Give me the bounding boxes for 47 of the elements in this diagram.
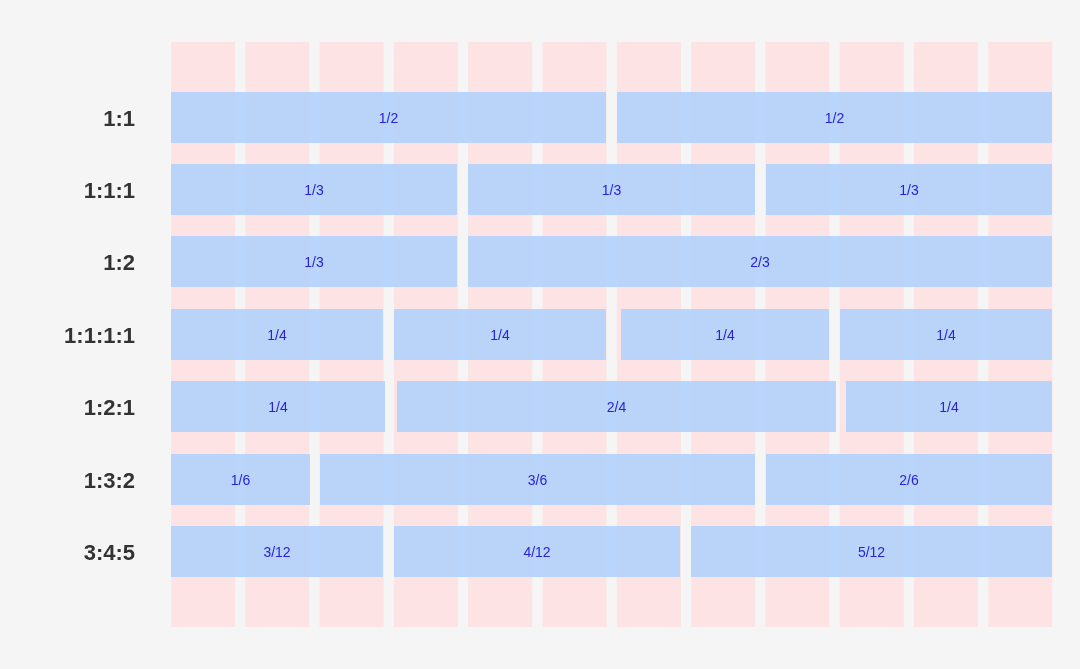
span-bar <box>397 381 836 432</box>
fraction-text: 1/4 <box>267 326 287 343</box>
span-bar <box>171 164 457 215</box>
fraction-text: 1/2 <box>824 109 845 126</box>
span-bar <box>621 309 829 360</box>
ratio-label: 1:3:2 <box>83 466 135 495</box>
span-bar <box>468 236 1052 287</box>
span-bar <box>766 164 1052 215</box>
ratio-label: 1:2 <box>103 248 135 277</box>
span-bar <box>394 309 606 360</box>
fraction-text: 2/4 <box>606 398 627 415</box>
span-bar <box>840 309 1052 360</box>
span-bar <box>171 454 310 505</box>
fraction-text: 1/3 <box>899 181 919 198</box>
fraction-text: 1/4 <box>936 326 956 343</box>
fraction-text: 2/3 <box>750 253 770 270</box>
fraction-text: 1/6 <box>230 471 251 488</box>
fraction-text: 3/6 <box>527 471 548 488</box>
ratio-label: 1:1:1 <box>83 176 135 205</box>
fraction-text: 1/4 <box>490 326 510 343</box>
span-bar <box>171 381 385 432</box>
span-bar <box>617 92 1052 143</box>
ratio-label: 1:1:1:1 <box>64 321 135 350</box>
fraction-text: 1/4 <box>715 326 735 343</box>
fraction-text: 1/3 <box>304 253 324 270</box>
span-bar <box>320 454 755 505</box>
ratio-label: 1:2:1 <box>83 393 135 422</box>
span-bar <box>171 92 606 143</box>
fraction-text: 2/6 <box>899 471 919 488</box>
ratio-label: 3:4:5 <box>83 538 135 567</box>
ratio-label: 1:1 <box>103 104 135 133</box>
fraction-text: 1/4 <box>939 398 959 415</box>
span-bar <box>766 454 1052 505</box>
fraction-text: 3/12 <box>263 543 291 560</box>
span-bar <box>468 164 755 215</box>
fraction-text: 5/12 <box>857 543 886 560</box>
fraction-text: 1/3 <box>304 181 324 198</box>
span-bar <box>846 381 1052 432</box>
fraction-text: 1/3 <box>601 181 622 198</box>
span-bar <box>171 309 383 360</box>
span-bar <box>171 526 383 577</box>
span-bar <box>691 526 1052 577</box>
fraction-text: 1/2 <box>378 109 399 126</box>
span-bar <box>171 236 457 287</box>
fraction-text: 4/12 <box>523 543 551 560</box>
span-bar <box>394 526 680 577</box>
fraction-text: 1/4 <box>268 398 288 415</box>
